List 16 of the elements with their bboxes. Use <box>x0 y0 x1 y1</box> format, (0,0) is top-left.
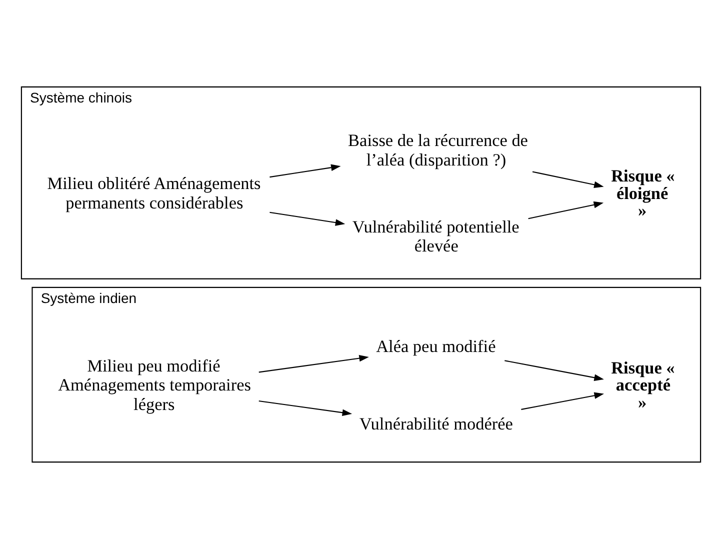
node-text: Risque « éloigné » <box>611 166 675 220</box>
arrow <box>258 400 352 416</box>
node-text: Milieu peu modifié Aménagements temporaires légers <box>58 356 251 414</box>
arrow <box>270 164 341 178</box>
arrow <box>270 212 346 226</box>
node-text: Milieu oblitéré Aménagements permanents considérables <box>47 174 261 213</box>
arrow <box>532 171 604 188</box>
node-text: Vulnérabilité potentielle élevée <box>352 217 520 256</box>
arrow <box>528 201 604 220</box>
arrow <box>504 360 604 381</box>
arrow <box>258 354 369 373</box>
node-text: Vulnérabilité modérée <box>359 414 513 434</box>
node-text: Risque « accepté » <box>611 358 675 412</box>
node-text: Baisse de la récurrence de l’aléa (disparition ?) <box>348 131 528 170</box>
arrow <box>521 392 604 410</box>
node-text: Aléa peu modifié <box>376 336 496 356</box>
